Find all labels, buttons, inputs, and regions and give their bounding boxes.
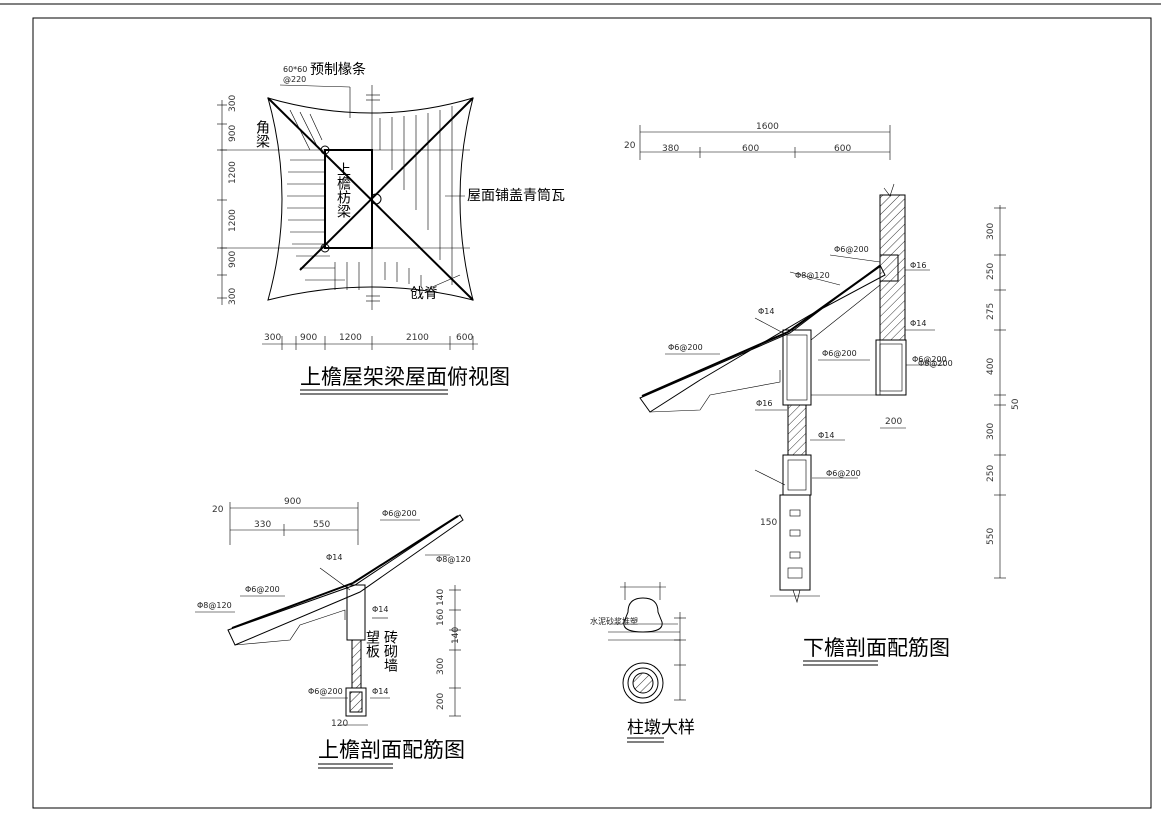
upper-rebar-7: Φ6@200 [308, 687, 343, 696]
upper-rebar-1: Φ6@200 [382, 509, 417, 518]
lower-dim-top-4: 600 [742, 144, 759, 154]
upper-dim-top-3: 330 [254, 520, 271, 530]
rafter-spec: 60*60 [283, 65, 307, 74]
lower-eave-section-view: 1600 20 380 600 600 [624, 122, 1021, 666]
corner-beam-label: 角梁 [254, 120, 270, 148]
ridge-diagonal-2 [299, 97, 474, 271]
upper-wall-section [351, 639, 362, 689]
roof-tiles-label: 屋面铺盖青筒瓦 [467, 187, 565, 204]
column-base-label: 水泥砂浆堆塑 [590, 616, 638, 626]
rafter-label: 预制椽条 [310, 61, 366, 78]
roof-plan-left-dims: 300 900 1200 1200 900 300 [217, 95, 238, 305]
upper-dim-top-1: 900 [284, 497, 301, 507]
upper-rebar-5: Φ14 [326, 553, 342, 562]
upper-dim-right-1: 140 [436, 589, 446, 606]
roof-plan-dim-left-1: 300 [228, 95, 238, 112]
upper-eave-section-view: 900 20 330 550 140 160 140 300 200 [195, 497, 471, 769]
lower-column [787, 404, 807, 456]
rafter-spacing: @220 [283, 75, 306, 84]
upper-section-top-dims: 900 20 330 550 [212, 497, 359, 545]
upper-section-right-dims: 140 160 140 300 200 [436, 585, 461, 717]
lower-dim-right-2: 250 [986, 263, 996, 280]
lower-dim-top-2: 20 [624, 141, 636, 151]
upper-dim-bottom: 120 [331, 719, 348, 729]
lower-rebar-2: Φ8@120 [795, 271, 830, 280]
lower-dim-right-1: 300 [986, 223, 996, 240]
lower-rebar-8: Φ14 [910, 319, 926, 328]
lower-rebar-5: Φ16 [910, 261, 926, 270]
lower-ring-beam [875, 339, 907, 396]
lower-dim-bottom-1: 200 [885, 417, 902, 427]
upper-beam-label: 上檐枋梁 [335, 162, 351, 218]
lower-rebar-7: Φ6@200 [912, 355, 947, 364]
upper-dim-right-2: 160 [436, 609, 446, 626]
lower-section-top-dims: 1600 20 380 600 600 [624, 122, 891, 160]
upper-dim-top-4: 550 [313, 520, 330, 530]
upper-lintel-section [345, 687, 367, 717]
roof-plan-dim-left-2: 900 [228, 125, 238, 142]
upper-rebar-6: Φ14 [372, 605, 388, 614]
column-base-title: 柱墩大样 [627, 718, 695, 738]
roof-plan-dim-bottom-4: 2100 [406, 333, 429, 343]
roof-plan-dim-left-5: 900 [228, 251, 238, 268]
lower-section-title: 下檐剖面配筋图 [803, 636, 950, 660]
lower-dim-top-3: 380 [662, 144, 679, 154]
roof-plan-view: 300 900 1200 1200 900 300 [217, 61, 565, 395]
lower-rebar-3: Φ6@200 [834, 245, 869, 254]
lower-rebar-9: Φ16 [756, 399, 772, 408]
lower-section-right-dims: 300 250 275 400 50 300 250 550 [986, 205, 1021, 579]
pier-elevation [623, 597, 663, 633]
ridge-label: 戗脊 [410, 286, 438, 302]
lower-rebar-4: Φ14 [758, 307, 774, 316]
upper-board-label: 望板 [364, 630, 380, 658]
upper-dim-top-2: 20 [212, 505, 224, 515]
lower-roof-slab [639, 264, 886, 413]
lower-dim-top-1: 1600 [756, 122, 779, 132]
lower-upper-wall [879, 194, 906, 341]
roof-plan-dim-bottom-2: 900 [300, 333, 317, 343]
roof-plan-title: 上檐屋架梁屋面俯视图 [300, 365, 510, 389]
lower-rebar-6: Φ6@200 [822, 349, 857, 358]
roof-plan-dim-left-6: 300 [228, 288, 238, 305]
roof-plan-dim-left-3: 1200 [228, 161, 238, 184]
upper-rebar-4: Φ8@120 [197, 601, 232, 610]
lower-dim-right-3: 275 [986, 303, 996, 320]
roof-plan-dim-bottom-1: 300 [264, 333, 281, 343]
lower-dim-right-6: 300 [986, 423, 996, 440]
upper-rebar-8: Φ14 [372, 687, 388, 696]
sheet-border [0, 3, 1161, 809]
pier-plan-core [632, 672, 654, 694]
lower-rebar-12: Φ14 [818, 431, 834, 440]
lower-dim-right-4: 400 [986, 358, 996, 375]
upper-dim-right-4: 300 [436, 658, 446, 675]
upper-dim-right-3: 140 [451, 627, 461, 644]
roof-plan-dim-bottom-3: 1200 [339, 333, 362, 343]
roof-plan-dim-left-4: 1200 [228, 209, 238, 232]
lower-dim-right-7: 250 [986, 465, 996, 482]
upper-rebar-3: Φ6@200 [245, 585, 280, 594]
upper-wall-label: 砖砌墙 [382, 630, 398, 672]
lower-rebar-11: Φ6@200 [826, 469, 861, 478]
pier-plan-outer [622, 662, 664, 704]
lower-dim-bottom-2: 150 [760, 518, 777, 528]
lower-rebar-10: Φ8@200 [918, 359, 953, 368]
roof-plan-bottom-dims: 300 900 1200 2100 600 [262, 333, 478, 350]
lower-rebar-1: Φ6@200 [668, 343, 703, 352]
roof-plan-dim-bottom-5: 600 [456, 333, 473, 343]
upper-dim-right-5: 200 [436, 693, 446, 710]
lower-dim-right-8: 550 [986, 528, 996, 545]
lower-dim-top-5: 600 [834, 144, 851, 154]
column-base-detail: 水泥砂浆堆塑 柱墩大样 [590, 582, 695, 743]
lower-dim-right-5: 50 [1011, 398, 1021, 410]
upper-section-title: 上檐剖面配筋图 [318, 738, 465, 762]
upper-rebar-2: Φ8@120 [436, 555, 471, 564]
